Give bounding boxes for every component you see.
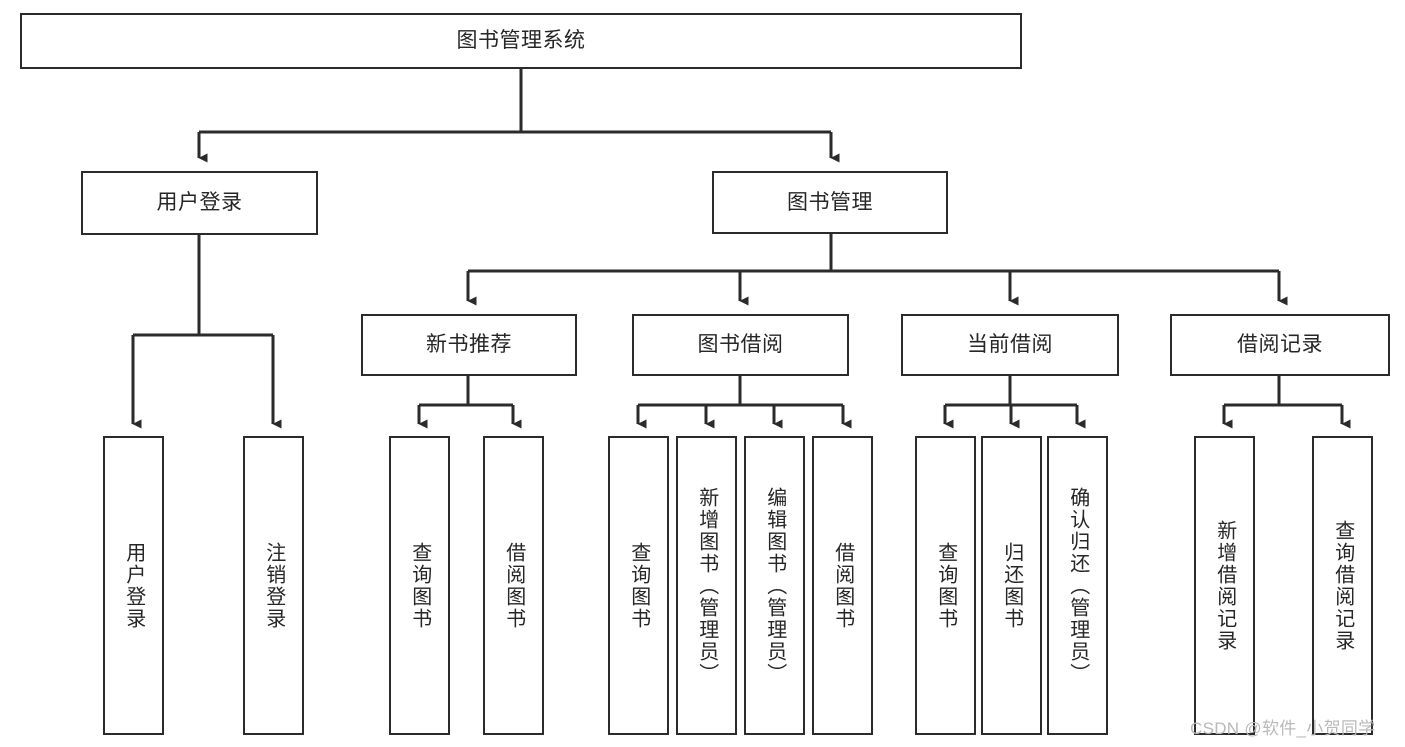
node-leaf-add-book[interactable]: 新增图书（管理员） [676,436,737,735]
node-leaf-query-book-2-label: 查询图书 [627,541,650,630]
node-leaf-user-login[interactable]: 用户登录 [103,436,164,735]
node-leaf-logout-login-label: 注销登录 [262,541,285,630]
node-leaf-query-book-1-label: 查询图书 [408,541,431,630]
node-leaf-confirm-return[interactable]: 确认归还（管理员） [1047,436,1108,735]
node-leaf-borrow-book-2[interactable]: 借阅图书 [812,436,873,735]
node-current-borrow[interactable]: 当前借阅 [901,314,1119,376]
node-leaf-borrow-book-2-label: 借阅图书 [831,541,854,630]
node-leaf-query-record[interactable]: 查询借阅记录 [1312,436,1373,735]
node-book-borrow-label: 图书借阅 [697,333,784,357]
node-leaf-query-book-3[interactable]: 查询图书 [915,436,976,735]
csdn-watermark: CSDN @软件_小贺同学 [1190,719,1376,738]
node-leaf-add-record-label: 新增借阅记录 [1213,519,1236,652]
node-borrow-record-label: 借阅记录 [1237,333,1323,357]
node-new-book-recommend-label: 新书推荐 [426,333,512,357]
node-leaf-return-book[interactable]: 归还图书 [981,436,1042,735]
node-user-login[interactable]: 用户登录 [81,171,318,235]
node-leaf-edit-book-label: 编辑图书（管理员） [763,486,786,685]
node-leaf-borrow-book-1-label: 借阅图书 [502,541,525,630]
node-leaf-borrow-book-1[interactable]: 借阅图书 [483,436,544,735]
node-book-manage[interactable]: 图书管理 [712,171,948,234]
node-book-borrow[interactable]: 图书借阅 [632,314,849,376]
node-leaf-query-book-2[interactable]: 查询图书 [608,436,669,735]
node-root[interactable]: 图书管理系统 [20,13,1022,69]
node-new-book-recommend[interactable]: 新书推荐 [361,314,577,376]
node-leaf-query-record-label: 查询借阅记录 [1331,519,1354,652]
node-leaf-return-book-label: 归还图书 [1000,541,1023,630]
node-root-label: 图书管理系统 [456,29,586,53]
node-book-manage-label: 图书管理 [787,190,873,214]
node-borrow-record[interactable]: 借阅记录 [1170,314,1390,376]
node-leaf-add-book-label: 新增图书（管理员） [695,486,718,685]
node-leaf-add-record[interactable]: 新增借阅记录 [1194,436,1255,735]
node-leaf-confirm-return-label: 确认归还（管理员） [1066,486,1089,685]
node-leaf-logout-login[interactable]: 注销登录 [243,436,304,735]
node-leaf-user-login-label: 用户登录 [122,541,145,630]
node-user-login-label: 用户登录 [156,191,243,215]
node-leaf-edit-book[interactable]: 编辑图书（管理员） [744,436,805,735]
node-leaf-query-book-1[interactable]: 查询图书 [389,436,450,735]
node-current-borrow-label: 当前借阅 [967,333,1053,357]
node-leaf-query-book-3-label: 查询图书 [934,541,957,630]
